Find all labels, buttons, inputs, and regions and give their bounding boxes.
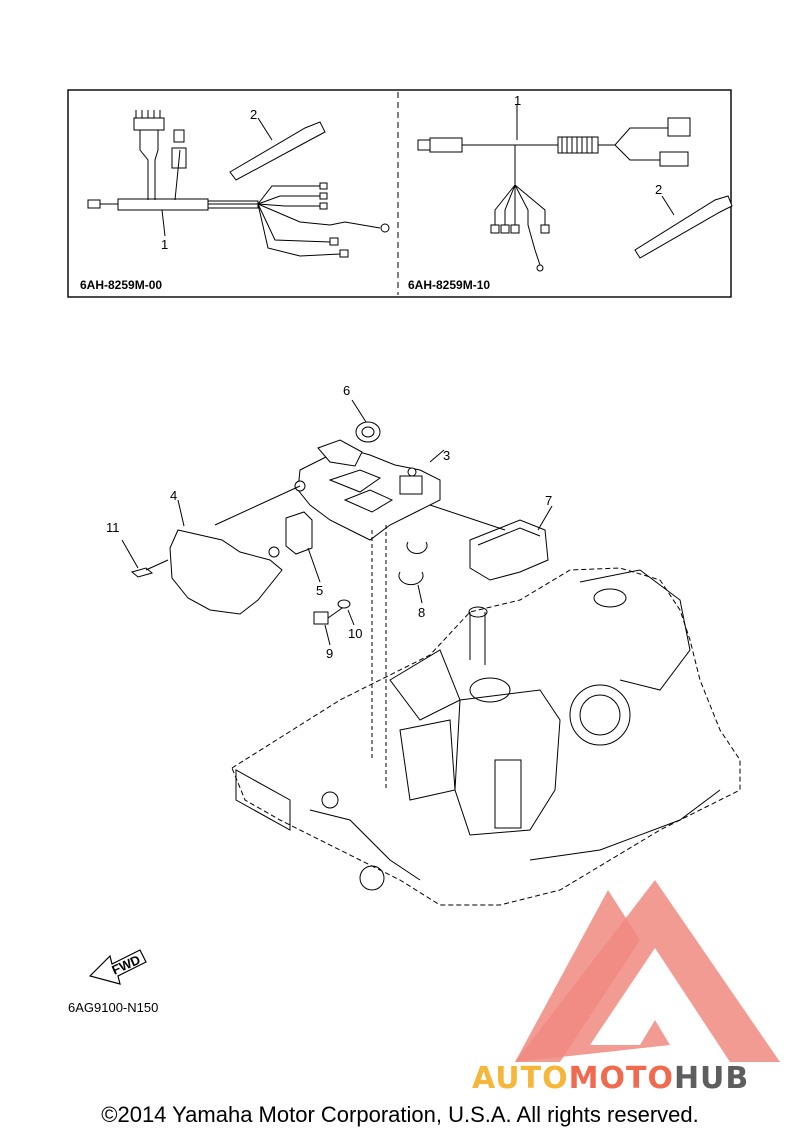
engine-block [231, 567, 741, 906]
bracket-assembly [121, 399, 553, 790]
wire-harness-right [417, 105, 691, 272]
callout-4: 4 [170, 488, 177, 503]
inset-right-callout-2: 2 [655, 182, 662, 197]
watermark-moto: MOTO [569, 1061, 674, 1096]
watermark-hub: HUB [674, 1061, 749, 1096]
inset-right-code: 6AH-8259M-10 [408, 278, 490, 292]
callout-5: 5 [316, 583, 323, 598]
callout-10: 10 [348, 626, 362, 641]
copyright-notice: ©2014 Yamaha Motor Corporation, U.S.A. A… [101, 1102, 699, 1127]
figure-code: 6AG9100-N150 [68, 1000, 158, 1015]
fwd-arrow: FWD [88, 949, 147, 985]
wire-harness-left [87, 110, 390, 258]
inset-frame [67, 89, 732, 298]
watermark-auto: AUTO [472, 1061, 569, 1096]
callout-9: 9 [326, 646, 333, 661]
callout-8: 8 [418, 605, 425, 620]
inset-right-callout-1: 1 [514, 93, 521, 108]
inset-left-callout-2: 2 [250, 107, 257, 122]
inset-left-code: 6AH-8259M-00 [80, 278, 162, 292]
fwd-label: FWD [109, 952, 142, 978]
cable-band-right [634, 195, 733, 259]
inset-left-callout-1: 1 [161, 237, 168, 252]
callout-3: 3 [443, 448, 450, 463]
cable-band-left [229, 117, 326, 181]
svg-text:AUTOMOTOHUB: AUTOMOTOHUB [472, 1061, 749, 1096]
callout-11: 11 [106, 520, 120, 535]
callout-6: 6 [343, 383, 350, 398]
watermark-logo: AUTOMOTOHUB [472, 880, 780, 1096]
callout-7: 7 [545, 493, 552, 508]
